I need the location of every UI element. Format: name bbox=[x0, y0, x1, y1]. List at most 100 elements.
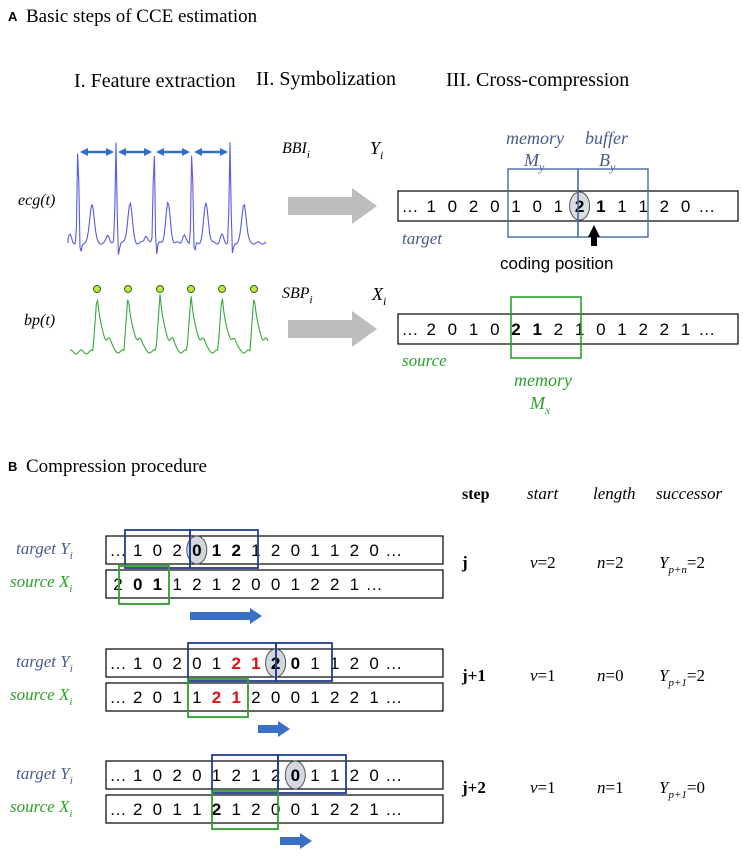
ecg-label: ecg(t) bbox=[18, 192, 55, 209]
sequence-symbol: … bbox=[110, 688, 127, 707]
sequence-symbol: 2 bbox=[192, 575, 201, 594]
sequence-symbol: 2 bbox=[330, 800, 339, 819]
sequence-symbol: 2 bbox=[350, 800, 359, 819]
sequence-symbol: 2 bbox=[511, 320, 520, 339]
sequence-symbol: 1 bbox=[172, 688, 181, 707]
length-num: =2 bbox=[606, 553, 624, 572]
sbp-peak-dot bbox=[250, 284, 258, 293]
panel-b: B Compression procedure step start lengt… bbox=[8, 456, 722, 849]
target-label-sub: i bbox=[70, 663, 73, 675]
sequence-symbol: 2 bbox=[251, 800, 260, 819]
sequence-symbol: 1 bbox=[426, 197, 435, 216]
sequence-symbol: 2 bbox=[554, 320, 563, 339]
source-memory-box bbox=[118, 565, 170, 605]
sbp-peak-dot bbox=[218, 284, 226, 293]
sequence-symbol: 1 bbox=[330, 654, 339, 673]
start-num: =1 bbox=[538, 778, 556, 797]
panel-a-letter: A bbox=[8, 9, 18, 24]
sequence-symbol: 0 bbox=[532, 197, 541, 216]
sequence-symbol: … bbox=[110, 766, 127, 785]
sequence-symbol: 1 bbox=[133, 766, 142, 785]
sequence-symbol: … bbox=[110, 541, 127, 560]
header-symbolization: II. Symbolization bbox=[256, 68, 396, 90]
bp-label: bp(t) bbox=[24, 312, 55, 329]
sequence-symbol: 2 bbox=[638, 320, 647, 339]
sequence-symbol: 0 bbox=[448, 197, 457, 216]
panel-a-title: Basic steps of CCE estimation bbox=[26, 6, 258, 27]
source-label-base: source X bbox=[10, 797, 70, 816]
symbolization-arrow-bp bbox=[288, 311, 377, 347]
sequence-symbol: … bbox=[698, 197, 715, 216]
sequence-symbol: 2 bbox=[660, 320, 669, 339]
panel-b-letter: B bbox=[8, 459, 17, 474]
sequence-box bbox=[105, 569, 444, 599]
sequence-symbol: 2 bbox=[212, 800, 221, 819]
target-sequence-a: …1020101211120…2 bbox=[397, 168, 739, 246]
sequence-symbol: 0 bbox=[596, 320, 605, 339]
sequence-symbol: 2 bbox=[212, 688, 221, 707]
sequence-symbol: 1 bbox=[133, 541, 142, 560]
sequence-symbol: 0 bbox=[153, 766, 162, 785]
sequence-symbol: 2 bbox=[271, 541, 280, 560]
sequence-box bbox=[105, 682, 444, 712]
sequence-symbol: 1 bbox=[291, 575, 300, 594]
sequence-symbol: 1 bbox=[310, 654, 319, 673]
sequence-symbol: … bbox=[385, 688, 402, 707]
coding-position-highlight bbox=[186, 535, 208, 565]
sequence-symbol: 0 bbox=[271, 575, 280, 594]
length-value: n=0 bbox=[597, 666, 624, 685]
sequence-symbol: 2 bbox=[350, 541, 359, 560]
sequence-symbol: 0 bbox=[490, 197, 499, 216]
sequence-symbol: 2 bbox=[330, 688, 339, 707]
sequence-symbol: 2 bbox=[172, 541, 181, 560]
sequence-symbol: 2 bbox=[660, 197, 669, 216]
x-label: Xi bbox=[371, 284, 386, 308]
sequence-symbol: 1 bbox=[554, 197, 563, 216]
source-x-label: source Xi bbox=[10, 572, 72, 595]
sequence-symbol: 1 bbox=[681, 320, 690, 339]
sequence-symbol: 1 bbox=[251, 654, 260, 673]
sequence-symbol: 0 bbox=[271, 688, 280, 707]
target-window-box bbox=[277, 754, 347, 794]
source-label-sub: i bbox=[69, 808, 72, 820]
sequence-symbol: 0 bbox=[192, 766, 201, 785]
successor-value: Yp+n=2 bbox=[659, 553, 705, 576]
sequence-symbol: 0 bbox=[153, 688, 162, 707]
sequence-symbol: 0 bbox=[153, 541, 162, 560]
sequence-symbol: 1 bbox=[251, 541, 260, 560]
sequence-symbol: 2 bbox=[469, 197, 478, 216]
sequence-symbol: 0 bbox=[251, 575, 260, 594]
sequence-symbol: 1 bbox=[212, 541, 221, 560]
sequence-symbol: … bbox=[385, 800, 402, 819]
sequence-symbol: 0 bbox=[133, 575, 142, 594]
sequence-symbol: 1 bbox=[350, 575, 359, 594]
sequence-symbol: … bbox=[385, 654, 402, 673]
target-word-a: target bbox=[402, 229, 443, 248]
successor-num: =0 bbox=[687, 778, 705, 797]
buffer-y-symbol: By bbox=[599, 150, 616, 174]
sequence-symbol: … bbox=[110, 654, 127, 673]
sequence-symbol: 1 bbox=[469, 320, 478, 339]
sequence-symbol: 1 bbox=[511, 197, 520, 216]
bp-waveform bbox=[69, 293, 269, 355]
sequence-symbol: 1 bbox=[153, 575, 162, 594]
sequence-symbol: 0 bbox=[153, 654, 162, 673]
sequence-symbol: … bbox=[110, 800, 127, 819]
sequence-symbol: 0 bbox=[291, 688, 300, 707]
coding-symbol: 2 bbox=[575, 197, 584, 216]
sequence-symbol: 2 bbox=[113, 575, 122, 594]
sequence-symbol: … bbox=[366, 575, 383, 594]
sbp-peak-dot bbox=[187, 284, 195, 293]
sequence-symbol: 1 bbox=[172, 575, 181, 594]
sequence-symbol: … bbox=[385, 541, 402, 560]
sequence-symbol: 0 bbox=[369, 766, 378, 785]
sbp-peak-dot bbox=[156, 284, 164, 293]
sequence-symbol: 1 bbox=[369, 800, 378, 819]
successor-base: Y bbox=[659, 553, 670, 572]
sequence-symbol: 2 bbox=[231, 541, 240, 560]
source-memory-box bbox=[187, 678, 249, 718]
header-feature-extraction: I. Feature extraction bbox=[74, 70, 236, 92]
shift-arrow bbox=[190, 608, 262, 624]
target-window-box bbox=[275, 642, 333, 682]
